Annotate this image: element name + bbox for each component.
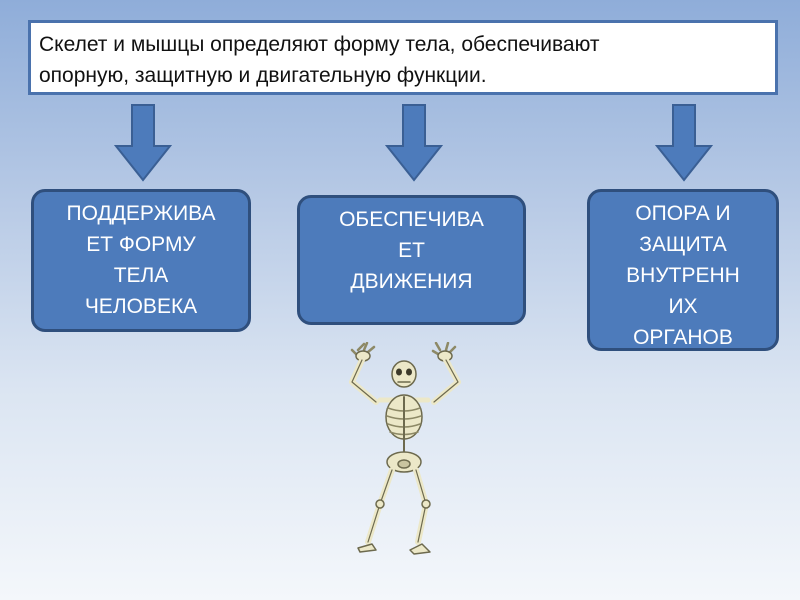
header-statement-line-2: опорную, защитную и двигательную функции… — [39, 64, 487, 87]
function-box-movement: ОБЕСПЕЧИВА ЕТ ДВИЖЕНИЯ — [297, 195, 526, 325]
header-statement-line-1: Скелет и мышцы определяют форму тела, об… — [39, 33, 600, 56]
function-box-line: ЗАЩИТА — [639, 233, 727, 256]
function-box-protection: ОПОРА И ЗАЩИТА ВНУТРЕНН ИХ ОРГАНОВ — [587, 189, 779, 351]
function-box-line: ОРГАНОВ — [633, 326, 733, 349]
function-box-line: ОБЕСПЕЧИВА — [339, 208, 484, 231]
function-box-line: ПОДДЕРЖИВА — [66, 202, 216, 225]
function-box-shape: ПОДДЕРЖИВА ЕТ ФОРМУ ТЕЛА ЧЕЛОВЕКА — [31, 189, 251, 332]
function-box-line: ЕТ ФОРМУ — [86, 233, 196, 256]
function-box-line: ДВИЖЕНИЯ — [350, 270, 473, 293]
down-arrow-icon — [655, 104, 713, 182]
function-box-line: ИХ — [668, 295, 698, 318]
skeleton-illustration — [349, 342, 461, 555]
function-box-line: ОПОРА И — [635, 202, 731, 225]
function-box-line: ТЕЛА — [113, 264, 169, 287]
function-box-line: ЧЕЛОВЕКА — [84, 295, 198, 318]
down-arrow-icon — [385, 104, 443, 182]
function-box-line: ЕТ — [398, 239, 425, 262]
function-box-line: ВНУТРЕНН — [626, 264, 740, 287]
header-statement-box: Скелет и мышцы определяют форму тела, об… — [28, 20, 778, 95]
down-arrow-icon — [114, 104, 172, 182]
